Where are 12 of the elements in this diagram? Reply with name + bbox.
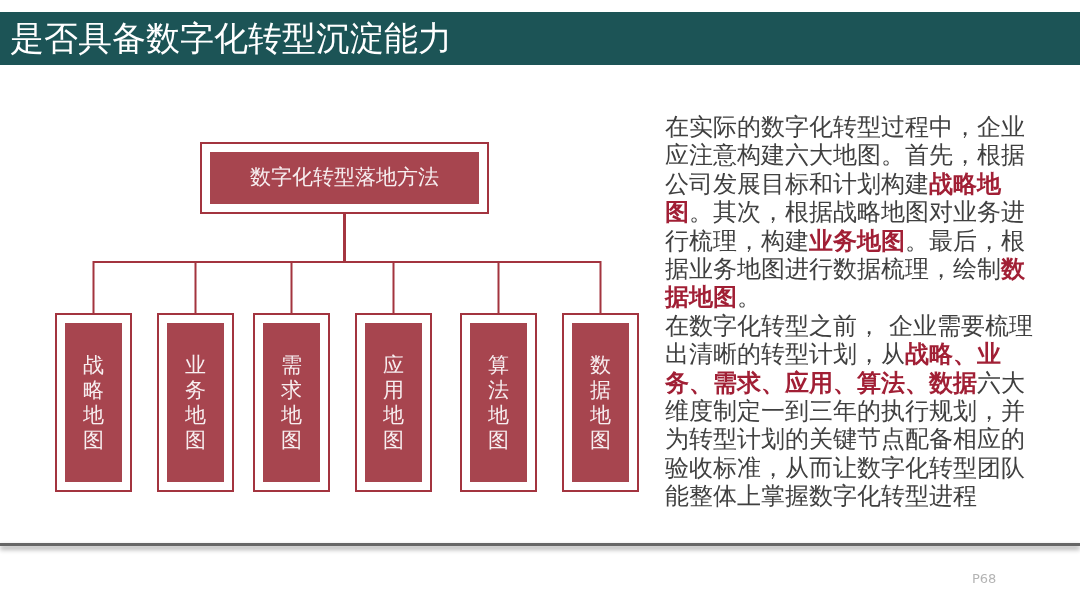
- map-box: 需求地图: [253, 313, 330, 492]
- map-box: 算法地图: [460, 313, 537, 492]
- description-text: 在实际的数字化转型过程中，企业应注意构建六大地图。首先，根据公司发展目标和计划构建战略地图。其次，根据战略地图对业务进行梳理，构建业务地图。最后，根据业务地图进行数据梳理，绘制数据地图。: [665, 113, 1026, 312]
- method-box: 数字化转型落地方法: [200, 142, 489, 214]
- map-box: 应用地图: [355, 313, 432, 492]
- connector-line: [343, 213, 602, 314]
- map-box: 业务地图: [157, 313, 234, 492]
- description-text: 在数字化转型之前， 企业需要梳理出清晰的转型计划，从战略、业务、需求、应用、算法、数据六大维度制定一到三年的执行规划，并为转型计划的关键节点配备相应的验收标准，从而让数字化转型团队能整体上掌握数字化转型进程: [665, 311, 1034, 511]
- map-box: 数据地图: [562, 313, 639, 492]
- map-box: 战略地图: [55, 313, 132, 492]
- page-number: P68: [972, 571, 997, 586]
- slide-title: 是否具备数字化转型沉淀能力: [10, 19, 452, 58]
